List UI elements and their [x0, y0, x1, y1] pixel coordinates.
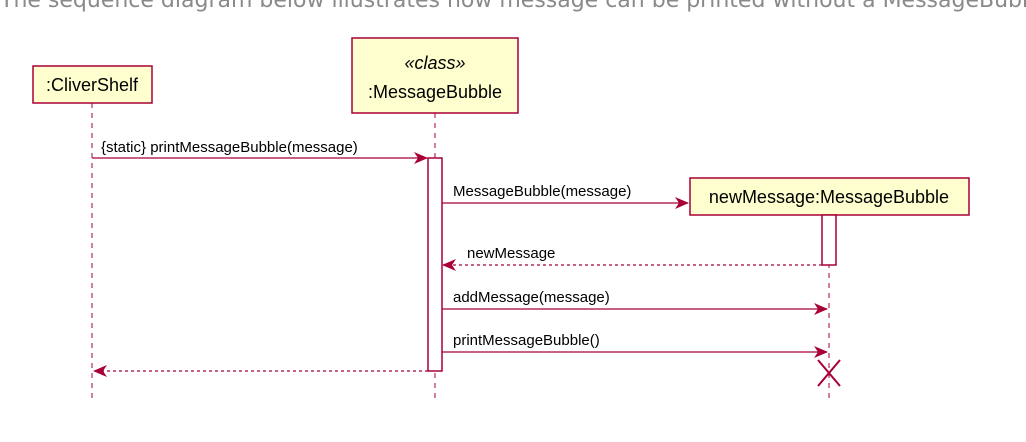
message-print-instance-label: printMessageBubble(): [453, 332, 600, 349]
participant-new-message-label: newMessage:MessageBubble: [709, 187, 949, 207]
message-add-message-label: addMessage(message): [453, 289, 610, 306]
activation-bar-new-message: [821, 214, 837, 266]
message-constructor-label: MessageBubble(message): [453, 183, 631, 200]
participant-cliver-shelf: :CliverShelf: [32, 65, 153, 104]
intro-text: The sequence diagram below illustrates h…: [0, 0, 1026, 13]
activation-bar-message-bubble: [427, 157, 443, 372]
class-stereotype: «class»: [404, 53, 465, 73]
message-return-new-message-label: newMessage: [467, 245, 555, 262]
message-add-message: addMessage(message): [442, 289, 828, 315]
destroy-x-icon: [817, 359, 841, 387]
message-print-static-label: {static} printMessageBubble(message): [101, 139, 358, 156]
participant-cliver-shelf-label: :CliverShelf: [46, 75, 139, 95]
message-print-static: {static} printMessageBubble(message): [92, 139, 428, 164]
participant-new-message: newMessage:MessageBubble: [689, 177, 970, 216]
message-print-instance: printMessageBubble(): [442, 332, 828, 358]
message-constructor: MessageBubble(message): [442, 183, 689, 209]
participant-message-bubble-class: «class» :MessageBubble: [351, 37, 519, 114]
message-return-new-message: newMessage: [442, 245, 822, 271]
participant-message-bubble-label: :MessageBubble: [368, 82, 502, 102]
